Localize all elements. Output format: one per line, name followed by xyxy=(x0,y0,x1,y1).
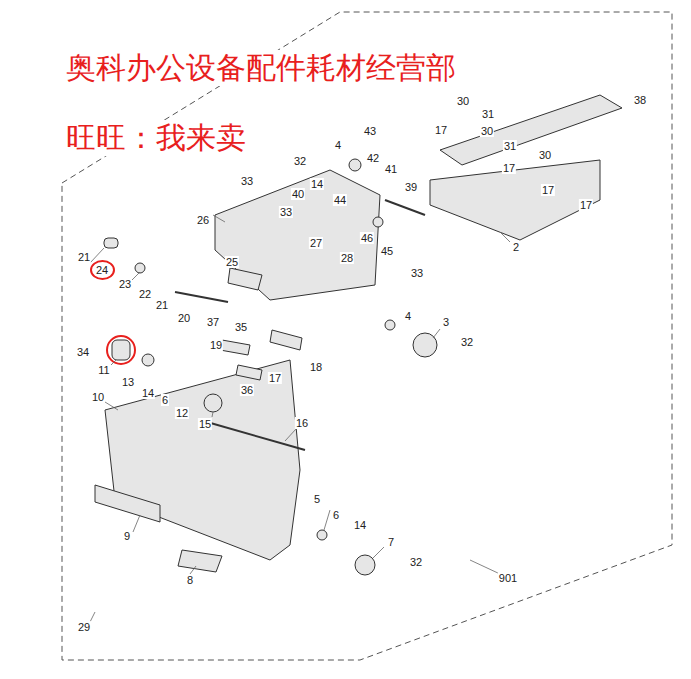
callout-number: 18 xyxy=(309,361,323,373)
callout-number: 4 xyxy=(334,139,342,151)
callout-number: 32 xyxy=(293,155,307,167)
callout-number: 25 xyxy=(225,256,239,268)
callout-number: 11 xyxy=(97,364,110,376)
callout-number: 6 xyxy=(161,394,169,406)
callout-number: 4 xyxy=(404,310,412,322)
watermark: 旺旺：我来卖 xyxy=(66,120,246,156)
callout-number: 41 xyxy=(384,163,398,175)
callout-number: 32 xyxy=(460,336,474,348)
callout-number: 38 xyxy=(633,94,647,106)
callout-number: 29 xyxy=(77,621,91,633)
callout-number: 46 xyxy=(360,232,374,244)
callout-number: 8 xyxy=(186,574,194,586)
callout-number: 30 xyxy=(480,125,494,137)
callout-number: 17 xyxy=(502,162,516,174)
callout-number: 30 xyxy=(538,149,552,161)
callout-number: 39 xyxy=(404,181,418,193)
callout-number: 901 xyxy=(498,572,518,584)
callout-number: 12 xyxy=(175,407,189,419)
callout-number: 34 xyxy=(76,346,90,358)
callout-number: 9 xyxy=(123,530,131,542)
watermark: 奥科办公设备配件耗材经营部 xyxy=(66,50,456,86)
highlight-circle: 24 xyxy=(90,260,115,280)
callout-number: 21 xyxy=(155,299,169,311)
callout-number: 14 xyxy=(141,387,155,399)
callout-number: 31 xyxy=(503,140,517,152)
callout-number: 31 xyxy=(481,108,495,120)
callout-number: 24 xyxy=(96,264,108,276)
callout-number: 30 xyxy=(456,95,470,107)
callout-number: 36 xyxy=(240,384,254,396)
callout-number: 3 xyxy=(442,316,450,328)
callout-number: 6 xyxy=(332,509,340,521)
callout-number: 15 xyxy=(198,418,212,430)
callout-number: 28 xyxy=(340,252,354,264)
callout-number: 7 xyxy=(387,536,395,548)
callout-number: 33 xyxy=(410,267,424,279)
callout-number: 37 xyxy=(206,316,220,328)
callout-number: 40 xyxy=(291,188,305,200)
callout-number: 32 xyxy=(409,556,423,568)
callout-number: 33 xyxy=(279,206,293,218)
callout-number: 10 xyxy=(91,391,105,403)
callout-number: 23 xyxy=(118,278,132,290)
callout-number: 22 xyxy=(138,288,152,300)
callout-number: 42 xyxy=(366,152,380,164)
callout-number: 17 xyxy=(541,184,555,196)
callout-number: 33 xyxy=(240,175,254,187)
callout-number: 5 xyxy=(313,493,321,505)
callout-number: 43 xyxy=(363,125,377,137)
callout-number: 35 xyxy=(234,321,248,333)
callout-number: 26 xyxy=(196,214,210,226)
callout-number: 44 xyxy=(333,194,347,206)
callout-number: 17 xyxy=(579,199,593,211)
callout-number: 14 xyxy=(353,519,367,531)
callout-number: 16 xyxy=(295,417,309,429)
callout-number: 19 xyxy=(209,339,223,351)
callout-number: 27 xyxy=(309,237,323,249)
callout-number: 20 xyxy=(177,312,191,324)
callout-number: 14 xyxy=(310,178,324,190)
callout-number: 21 xyxy=(77,251,91,263)
callout-number: 2 xyxy=(512,241,520,253)
callout-number: 17 xyxy=(434,124,448,136)
callout-number: 45 xyxy=(380,245,394,257)
callout-number: 13 xyxy=(121,376,135,388)
callout-number: 17 xyxy=(268,372,282,384)
